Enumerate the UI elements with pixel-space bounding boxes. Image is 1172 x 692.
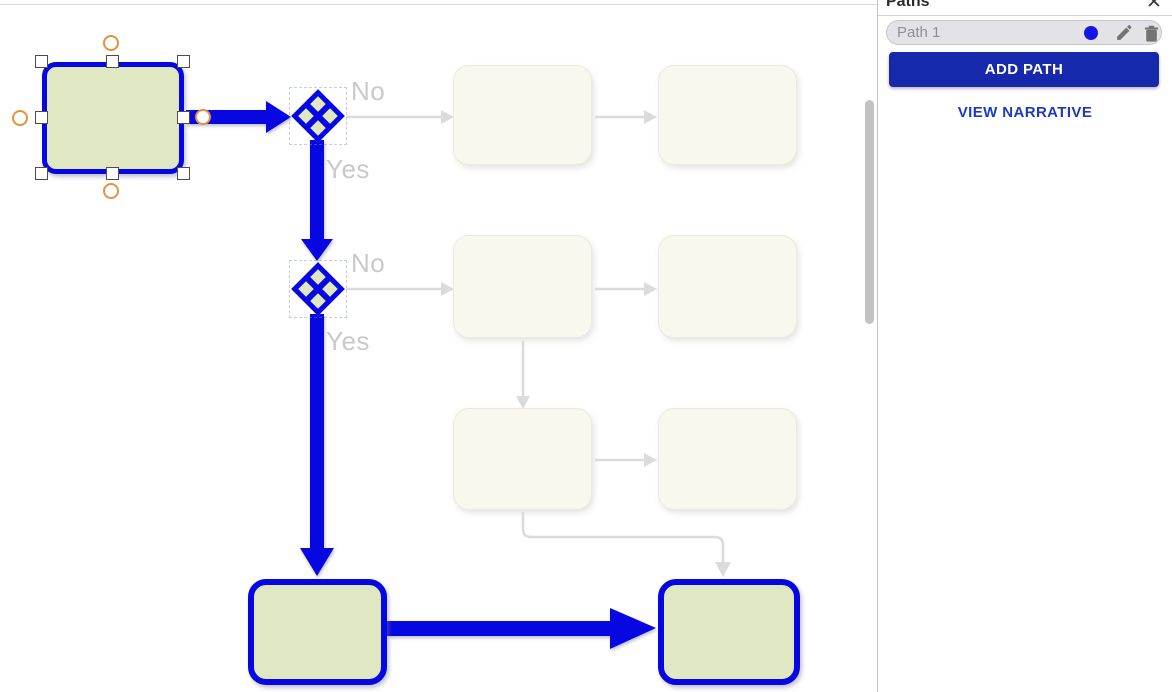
gateway-selection-box [289,87,347,145]
ghost-step-rect[interactable] [658,235,797,338]
selected-step-node[interactable] [42,62,184,174]
ghost-step-rect[interactable] [453,65,592,165]
canvas-top-divider [0,4,877,5]
ghost-step-rect[interactable] [658,408,797,510]
resize-handle-ne[interactable] [177,55,190,68]
connection-point-left[interactable] [12,110,28,126]
delete-trash-icon[interactable] [1144,25,1159,42]
gateway1-no-label: No [351,76,386,106]
gateway-selection-box [289,260,347,318]
resize-handle-se[interactable] [177,167,190,180]
panel-title: Paths [886,0,930,10]
connection-point-top[interactable] [103,35,119,51]
resize-handle-sw[interactable] [35,167,48,180]
ghost-step-rect[interactable] [658,65,797,165]
resize-handle-e[interactable] [177,111,190,124]
connection-point-bottom[interactable] [103,183,119,199]
path-color-dot-icon[interactable] [1084,26,1098,40]
connector-layer [186,101,731,649]
gateway2-yes-label: Yes [326,326,370,356]
gateway1-yes-label: Yes [326,154,370,184]
resize-handle-nw[interactable] [35,55,48,68]
ghost-step-rect[interactable] [453,235,592,338]
close-icon[interactable]: ✕ [1146,0,1162,13]
active-step-node-bottom-right[interactable] [658,579,800,685]
view-narrative-link[interactable]: VIEW NARRATIVE [957,104,1093,121]
path-list-item[interactable]: Path 1 [886,20,1162,45]
resize-handle-s[interactable] [106,167,119,180]
paths-panel: Paths ✕ Path 1 ADD PATH VIEW NARRATIVE [878,0,1172,692]
flowchart-canvas[interactable]: No Yes No Yes [0,0,878,692]
ghost-step-rect[interactable] [453,408,592,510]
gray-connectors[interactable] [346,110,731,577]
connection-point-right[interactable] [195,109,211,125]
canvas-panel-divider [877,0,878,692]
active-path-connectors[interactable] [186,101,656,649]
edit-pencil-icon[interactable] [1115,25,1132,42]
gateway2-no-label: No [351,248,386,278]
path-name-label: Path 1 [897,24,941,41]
resize-handle-w[interactable] [35,111,48,124]
vertical-scrollbar-thumb[interactable] [865,100,874,324]
active-step-node-bottom-left[interactable] [248,579,387,685]
panel-header-divider [878,15,1172,16]
resize-handle-n[interactable] [106,55,119,68]
add-path-button[interactable]: ADD PATH [889,52,1159,87]
